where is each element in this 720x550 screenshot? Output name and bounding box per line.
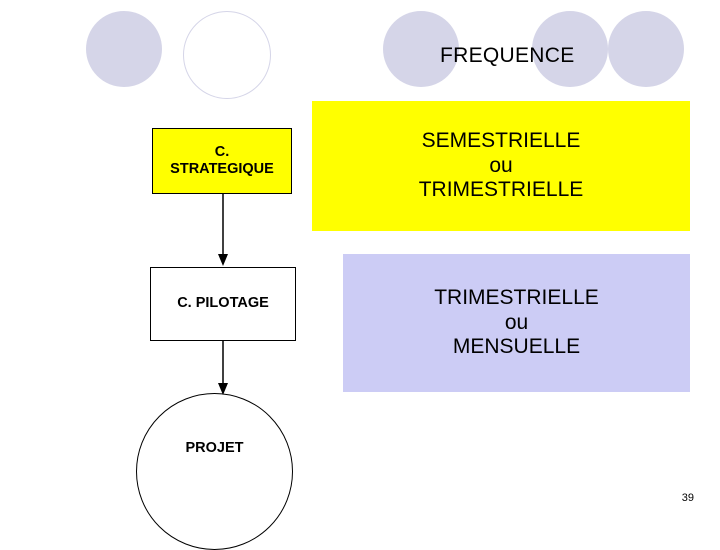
- slide-title: FREQUENCE: [440, 44, 575, 67]
- box-frequence-strategique: SEMESTRIELLE ou TRIMESTRIELLE: [312, 101, 690, 231]
- decorative-circle-filled-right: [532, 11, 608, 87]
- page-number: 39: [681, 492, 694, 504]
- box-frequence-pilotage: TRIMESTRIELLE ou MENSUELLE: [343, 254, 690, 392]
- decorative-circle-filled-mid: [383, 11, 459, 87]
- decorative-circle-outline-left: [183, 11, 271, 99]
- box-comite-pilotage: C. PILOTAGE: [150, 267, 296, 341]
- box-comite-strategique: C. STRATEGIQUE: [152, 128, 292, 194]
- decorative-circle-filled-far-right: [608, 11, 684, 87]
- label-projet: PROJET: [185, 440, 244, 456]
- connector-strategique-to-pilotage: [218, 194, 228, 266]
- connector-pilotage-to-projet: [218, 341, 228, 395]
- decorative-circle-filled-left: [86, 11, 162, 87]
- circle-projet: [136, 393, 293, 550]
